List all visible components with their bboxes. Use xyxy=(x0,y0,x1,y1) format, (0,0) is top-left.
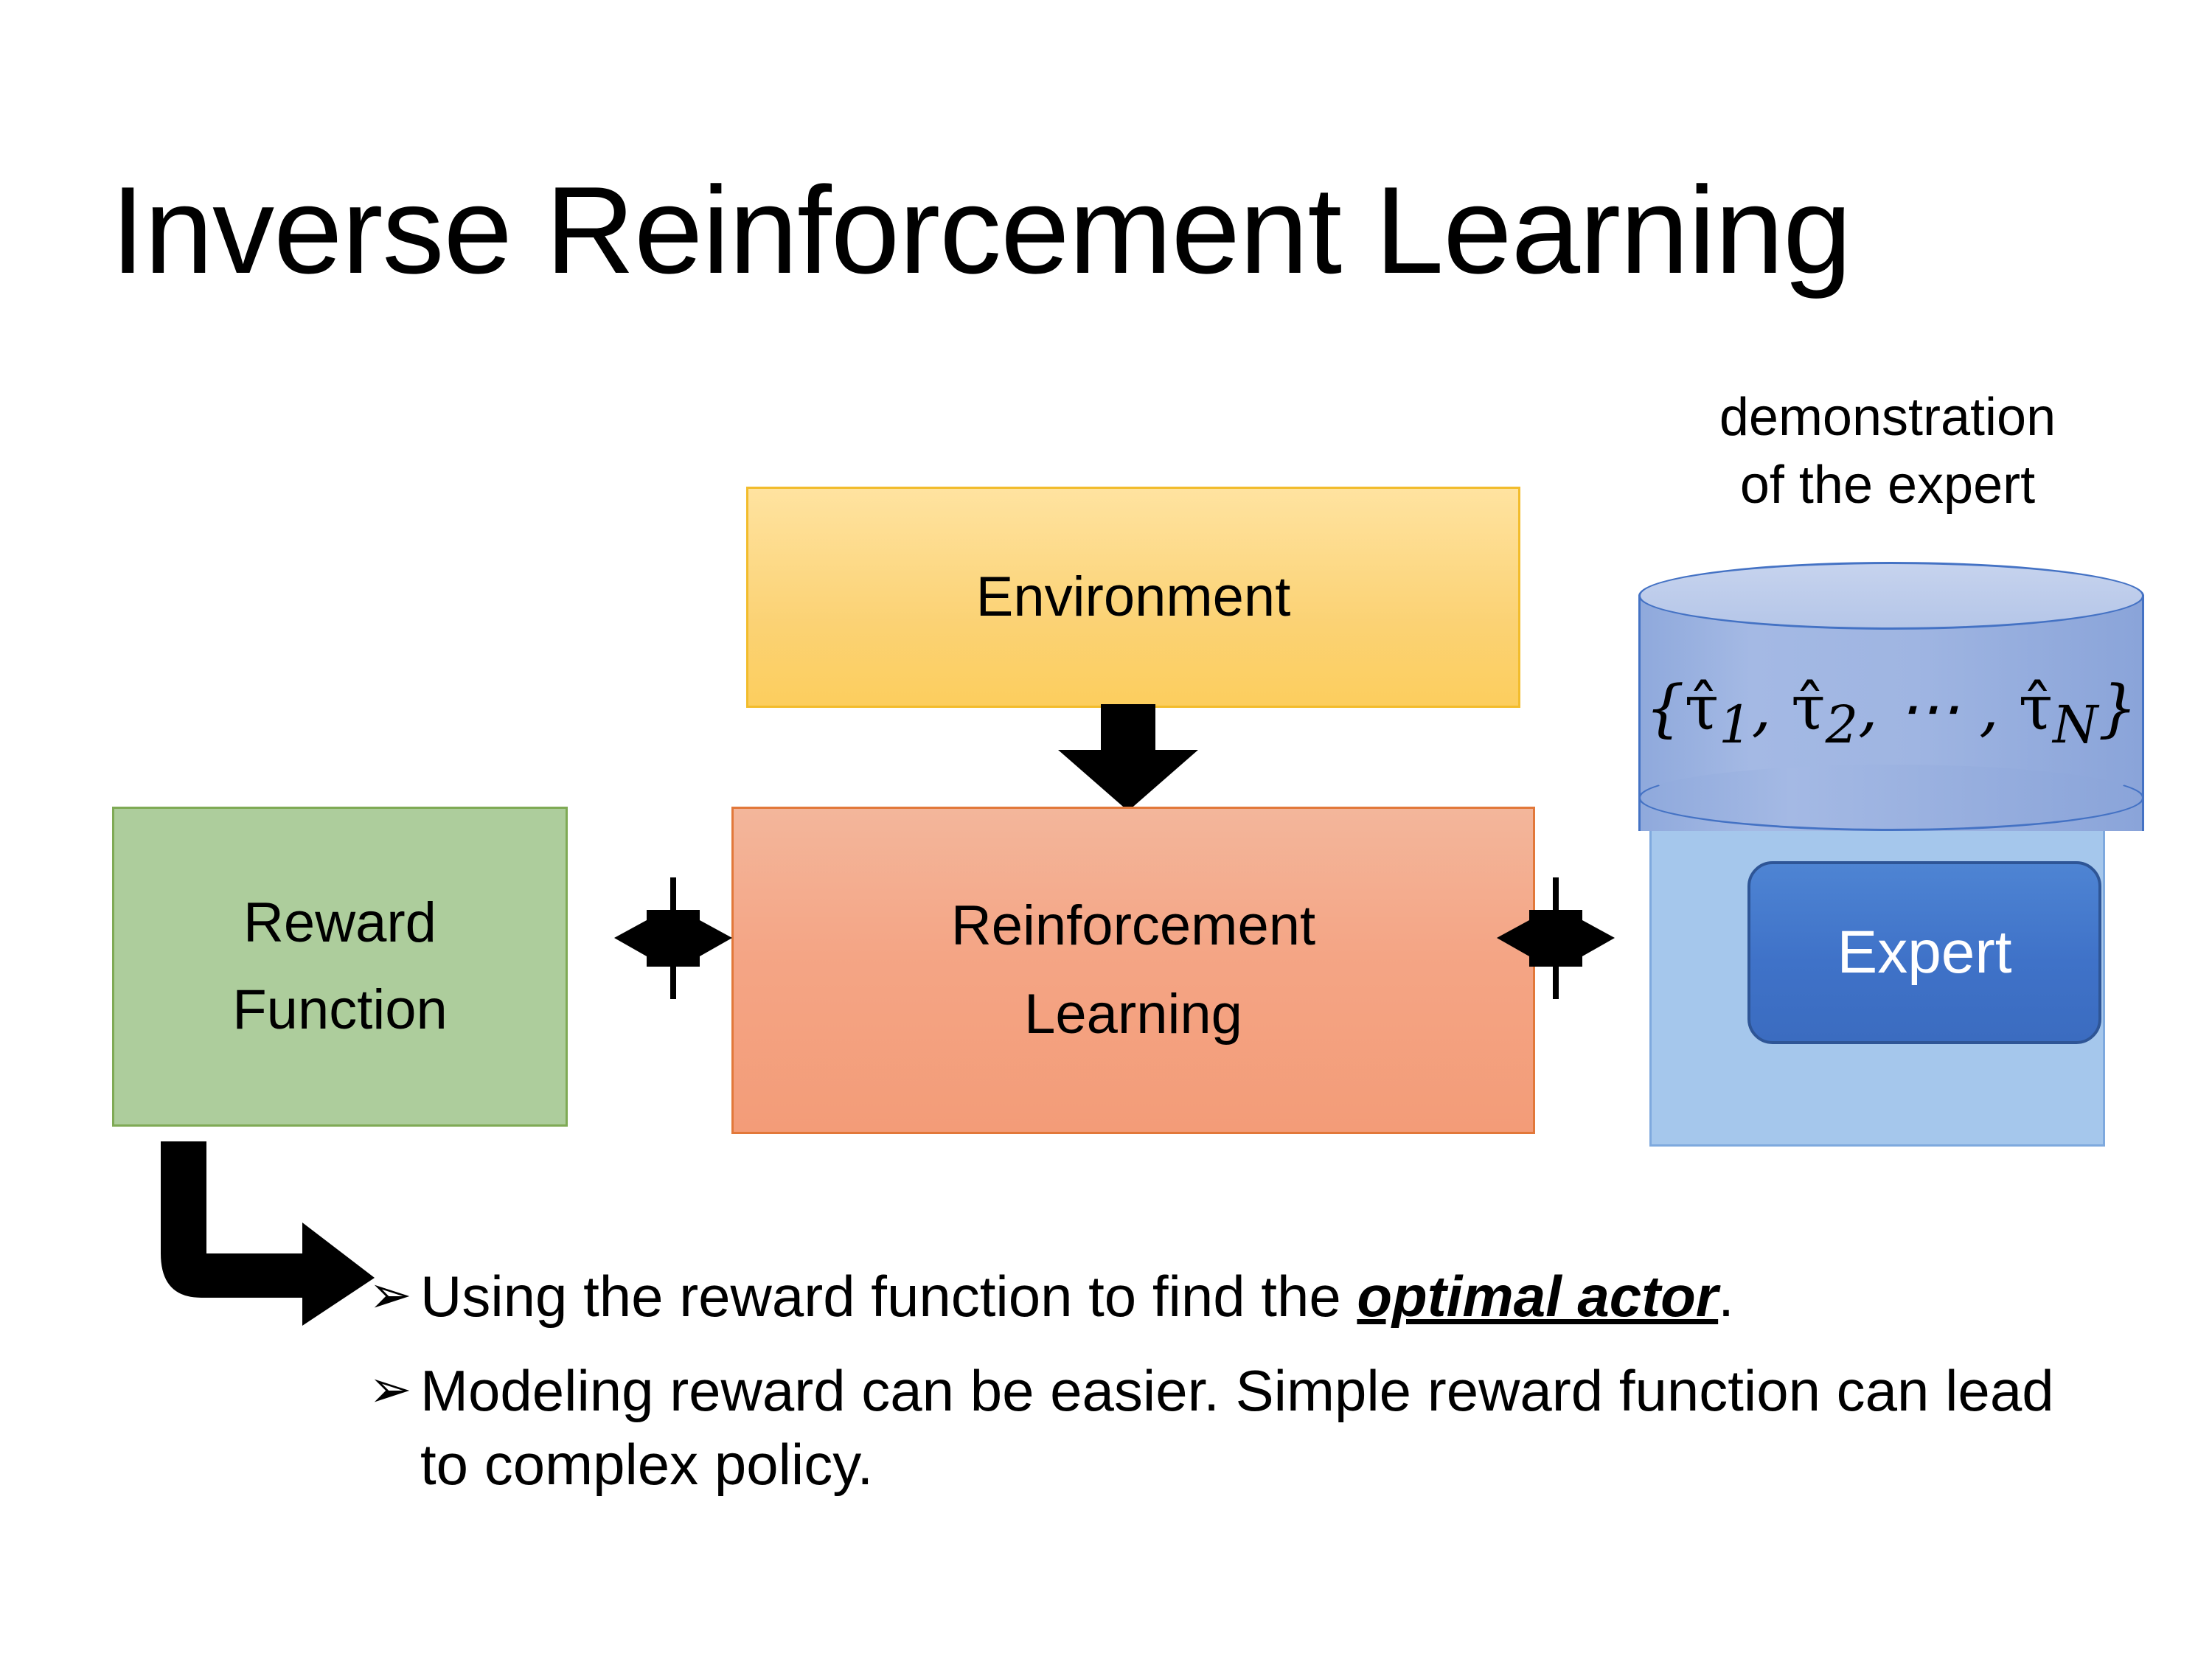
cylinder-top-ellipse xyxy=(1638,562,2144,630)
list-item: ➢ Using the reward function to find the … xyxy=(369,1259,2109,1333)
demonstration-cylinder[interactable]: {τ̂1, τ̂2, ⋯ , τ̂N} xyxy=(1638,562,2144,864)
bullet-text-1: Using the reward function to find the op… xyxy=(420,1259,2109,1333)
bullet-marker-icon: ➢ xyxy=(369,1266,412,1324)
reward-function-box[interactable]: Reward Function xyxy=(112,807,568,1127)
demonstration-caption-line2: of the expert xyxy=(1739,456,2036,515)
list-item: ➢ Modeling reward can be easier. Simple … xyxy=(369,1354,2109,1501)
bullet-1-suffix: . xyxy=(1718,1264,1734,1329)
trajectory-set-formula: {τ̂1, τ̂2, ⋯ , τ̂N} xyxy=(1645,672,2138,755)
environment-label: Environment xyxy=(975,566,1291,628)
demonstration-caption-line1: demonstration xyxy=(1719,388,2056,447)
environment-box[interactable]: Environment xyxy=(746,487,1520,708)
rl-label-line2: Learning xyxy=(1024,983,1242,1046)
bullet-1-emphasis: optimal actor xyxy=(1357,1264,1719,1329)
demonstration-caption: demonstration of the expert xyxy=(1630,383,2146,519)
bullet-1-prefix: Using the reward function to find the xyxy=(420,1264,1357,1329)
bidirectional-arrow-reward-rl-icon xyxy=(614,877,732,999)
page-title: Inverse Reinforcement Learning xyxy=(111,161,1852,299)
bullet-list: ➢ Using the reward function to find the … xyxy=(369,1259,2109,1522)
reinforcement-learning-box[interactable]: Reinforcement Learning xyxy=(731,807,1535,1134)
elbow-arrow-icon xyxy=(161,1141,375,1326)
bidirectional-arrow-rl-expert-icon xyxy=(1497,877,1615,999)
expert-box[interactable]: Expert xyxy=(1747,861,2101,1044)
reward-label-line2: Function xyxy=(232,978,448,1041)
bullet-text-2: Modeling reward can be easier. Simple re… xyxy=(420,1358,2054,1497)
reward-label-line1: Reward xyxy=(243,891,437,954)
rl-label-line1: Reinforcement xyxy=(950,894,1316,957)
cylinder-bottom-ellipse xyxy=(1638,765,2144,831)
down-arrow-icon xyxy=(1058,704,1198,811)
bullet-marker-icon: ➢ xyxy=(369,1360,412,1418)
expert-label: Expert xyxy=(1837,919,2012,986)
